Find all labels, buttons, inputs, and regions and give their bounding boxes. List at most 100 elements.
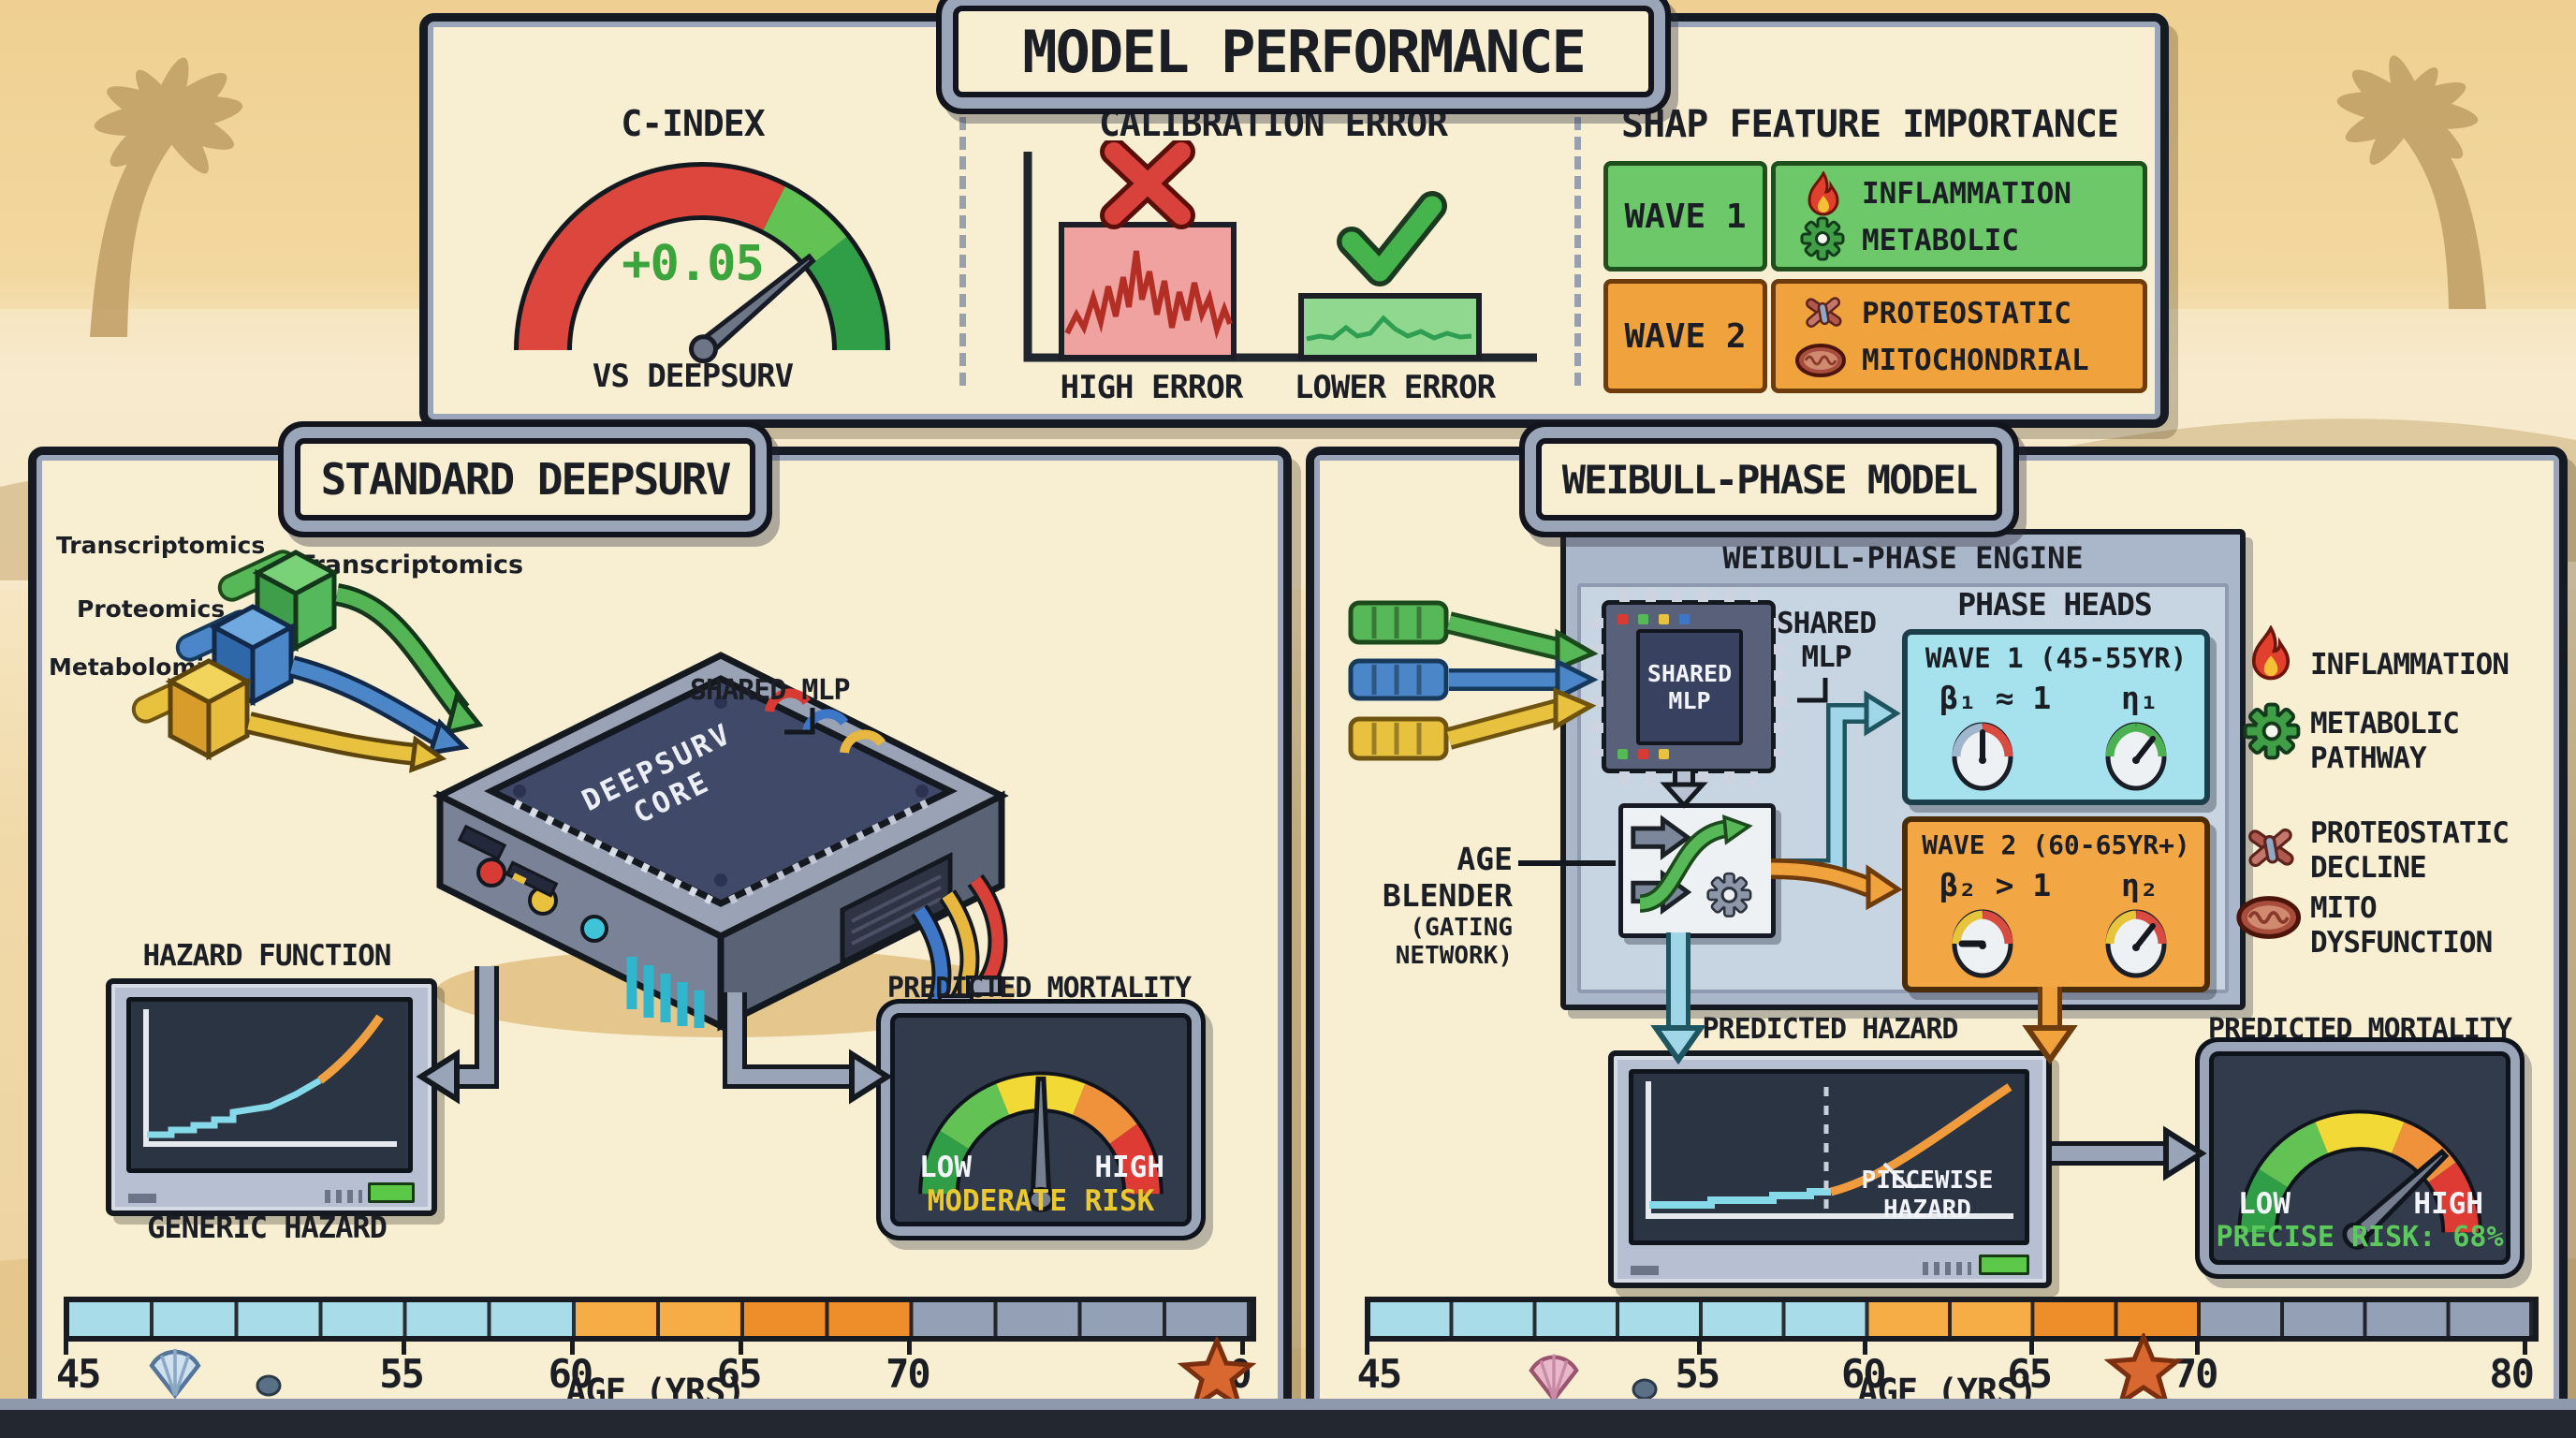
c-index-gauge [514, 162, 890, 363]
wave1-feature1-label: INFLAMMATION [1862, 177, 2071, 211]
bottom-bar [0, 1410, 2576, 1438]
divider-1 [959, 97, 966, 386]
core-chip-top [484, 675, 958, 907]
c-index-subtitle: VS DEEPSURV [592, 358, 794, 395]
engine-title: WEIBULL-PHASE ENGINE [1722, 540, 2084, 576]
shared-mlp-label: SHARED MLP [690, 674, 851, 707]
wave1-feature2-label: METABOLIC [1862, 224, 2019, 257]
wave1-phase-box: WAVE 1 (45-55YR) β₁ ≈ 1 η₁ [1902, 629, 2210, 805]
legend-fire-icon [2251, 625, 2291, 681]
noisy-error-line [1064, 250, 1233, 340]
shared-mlp-chip: SHARED MLP [1589, 588, 1788, 785]
predicted-hazard-title: PREDICTED HAZARD [1702, 1013, 1959, 1046]
shap-title: SHAP FEATURE IMPORTANCE [1621, 103, 2119, 146]
lower-error-label: LOWER ERROR [1294, 369, 1496, 406]
mortality-gauge-right-dial [2237, 1109, 2482, 1250]
legend-mito: MITO DYSFUNCTION [2310, 891, 2493, 960]
hazard-monitor [106, 978, 437, 1216]
output-wires [910, 873, 1008, 1030]
wave2-chip-label: WAVE 2 [1624, 316, 1747, 356]
wave2-feature1-label: PROTEOSTATIC [1862, 297, 2071, 330]
smooth-error-line [1306, 315, 1472, 342]
starfish-icon-right [2104, 1333, 2183, 1408]
seashell-icon-left [149, 1348, 201, 1400]
transcriptomics-cube [252, 550, 340, 653]
c-index-value: +0.05 [622, 236, 765, 292]
fire-icon [1808, 171, 1839, 216]
legend-metabolic: METABOLIC PATHWAY [2310, 707, 2460, 775]
chip-label-line2: MLP [1668, 687, 1711, 714]
phase-heads-title: PHASE HEADS [1957, 586, 2153, 623]
pebble-icon-right [1632, 1378, 1658, 1401]
wave1-eta: η₁ [2121, 680, 2159, 716]
wave1-chip: WAVE 1 [1603, 161, 1767, 271]
gear-icon [1800, 216, 1845, 261]
gauge-low-label-left: LOW [919, 1151, 972, 1184]
eta1-dial-icon [2105, 722, 2167, 791]
cross-icon [1100, 140, 1195, 229]
age-axis-left [64, 1297, 1256, 1342]
mortality-needle-right [2342, 1148, 2450, 1250]
weibull-phase-title: WEIBULL-PHASE MODEL [1561, 456, 1978, 503]
check-icon [1337, 191, 1447, 286]
legend-inflammation: INFLAMMATION [2310, 648, 2510, 682]
seashell-icon-right [1529, 1354, 1579, 1403]
legend-gear-icon [2243, 702, 2301, 760]
c-index-title: C-INDEX [621, 103, 765, 144]
legend-protein-icon [2248, 828, 2294, 868]
moderate-risk-label: MODERATE RISK [927, 1184, 1155, 1218]
hazard-function-title: HAZARD FUNCTION [142, 939, 392, 973]
divider-2 [1574, 97, 1581, 386]
generic-hazard-chart [143, 1009, 397, 1147]
wave1-feature-panel: INFLAMMATION METABOLIC [1771, 161, 2147, 271]
c-index-needle [689, 253, 816, 363]
precise-risk-label: PRECISE RISK: 68% [2216, 1221, 2504, 1254]
model-performance-title: MODEL PERFORMANCE [1022, 17, 1587, 86]
eta2-dial-icon [2105, 909, 2167, 978]
wave2-eta: η₂ [2121, 867, 2159, 903]
predicted-mortality-title-left: PREDICTED MORTALITY [886, 972, 1192, 1005]
led-lights [457, 824, 608, 943]
wave2-phase-title: WAVE 2 (60-65YR+) [1922, 829, 2190, 860]
starfish-icon-left [1178, 1337, 1256, 1412]
age-blender-label: AGE BLENDER (GATING NETWORK) [1382, 841, 1513, 970]
cyan-vents [626, 957, 705, 1028]
bottom-strip [0, 1399, 2576, 1410]
beta1-dial-icon [1952, 722, 2013, 791]
metabolomics-cube [165, 658, 253, 761]
wave1-phase-title: WAVE 1 (45-55YR) [1925, 642, 2188, 674]
chip-label-line1: SHARED [1647, 660, 1733, 687]
standard-deepsurv-title: STANDARD DEEPSURV [320, 454, 732, 505]
weibull-phase-title-plaque: WEIBULL-PHASE MODEL [1536, 438, 2002, 521]
high-error-label: HIGH ERROR [1060, 369, 1244, 406]
protein-icon [1806, 297, 1842, 328]
gauge-low-label-right: LOW [2238, 1187, 2291, 1221]
input-label-transcriptomics: Transcriptomics [56, 532, 266, 559]
beta2-dial-icon [1952, 909, 2013, 978]
legend-mito-icon [2236, 896, 2302, 939]
mortality-gauge-left-dial [918, 1071, 1164, 1212]
age-ticks-left: 45 55 60 65 70 80 [56, 1336, 1252, 1420]
age-axis-right [1365, 1297, 2539, 1342]
gating-network-icon [1631, 814, 1753, 917]
wave2-phase-box: WAVE 2 (60-65YR+) β₂ > 1 η₂ [1902, 816, 2210, 992]
gauge-high-label-left: HIGH [1094, 1151, 1164, 1184]
mitochondria-icon [1795, 344, 1846, 377]
high-error-bar [1059, 222, 1237, 360]
wave1-beta: β₁ ≈ 1 [1939, 680, 2052, 716]
generic-hazard-caption: GENERIC HAZARD [147, 1210, 388, 1245]
mortality-needle-left [1026, 1076, 1056, 1212]
age-blender-box [1618, 803, 1776, 938]
gauge-high-label-right: HIGH [2413, 1187, 2483, 1221]
calibration-chart [1023, 140, 1537, 362]
model-performance-title-plaque: MODEL PERFORMANCE [953, 6, 1654, 97]
wave2-beta: β₂ > 1 [1939, 867, 2052, 903]
piecewise-hazard-annotation: PIECEWISE HAZARD [1861, 1167, 1994, 1224]
piecewise-hazard-chart [1646, 1081, 2013, 1219]
input-label-proteomics: Proteomics [77, 595, 226, 623]
wave1-chip-label: WAVE 1 [1624, 197, 1747, 236]
standard-deepsurv-title-plaque: STANDARD DEEPSURV [295, 438, 755, 521]
wave2-chip: WAVE 2 [1603, 279, 1767, 393]
